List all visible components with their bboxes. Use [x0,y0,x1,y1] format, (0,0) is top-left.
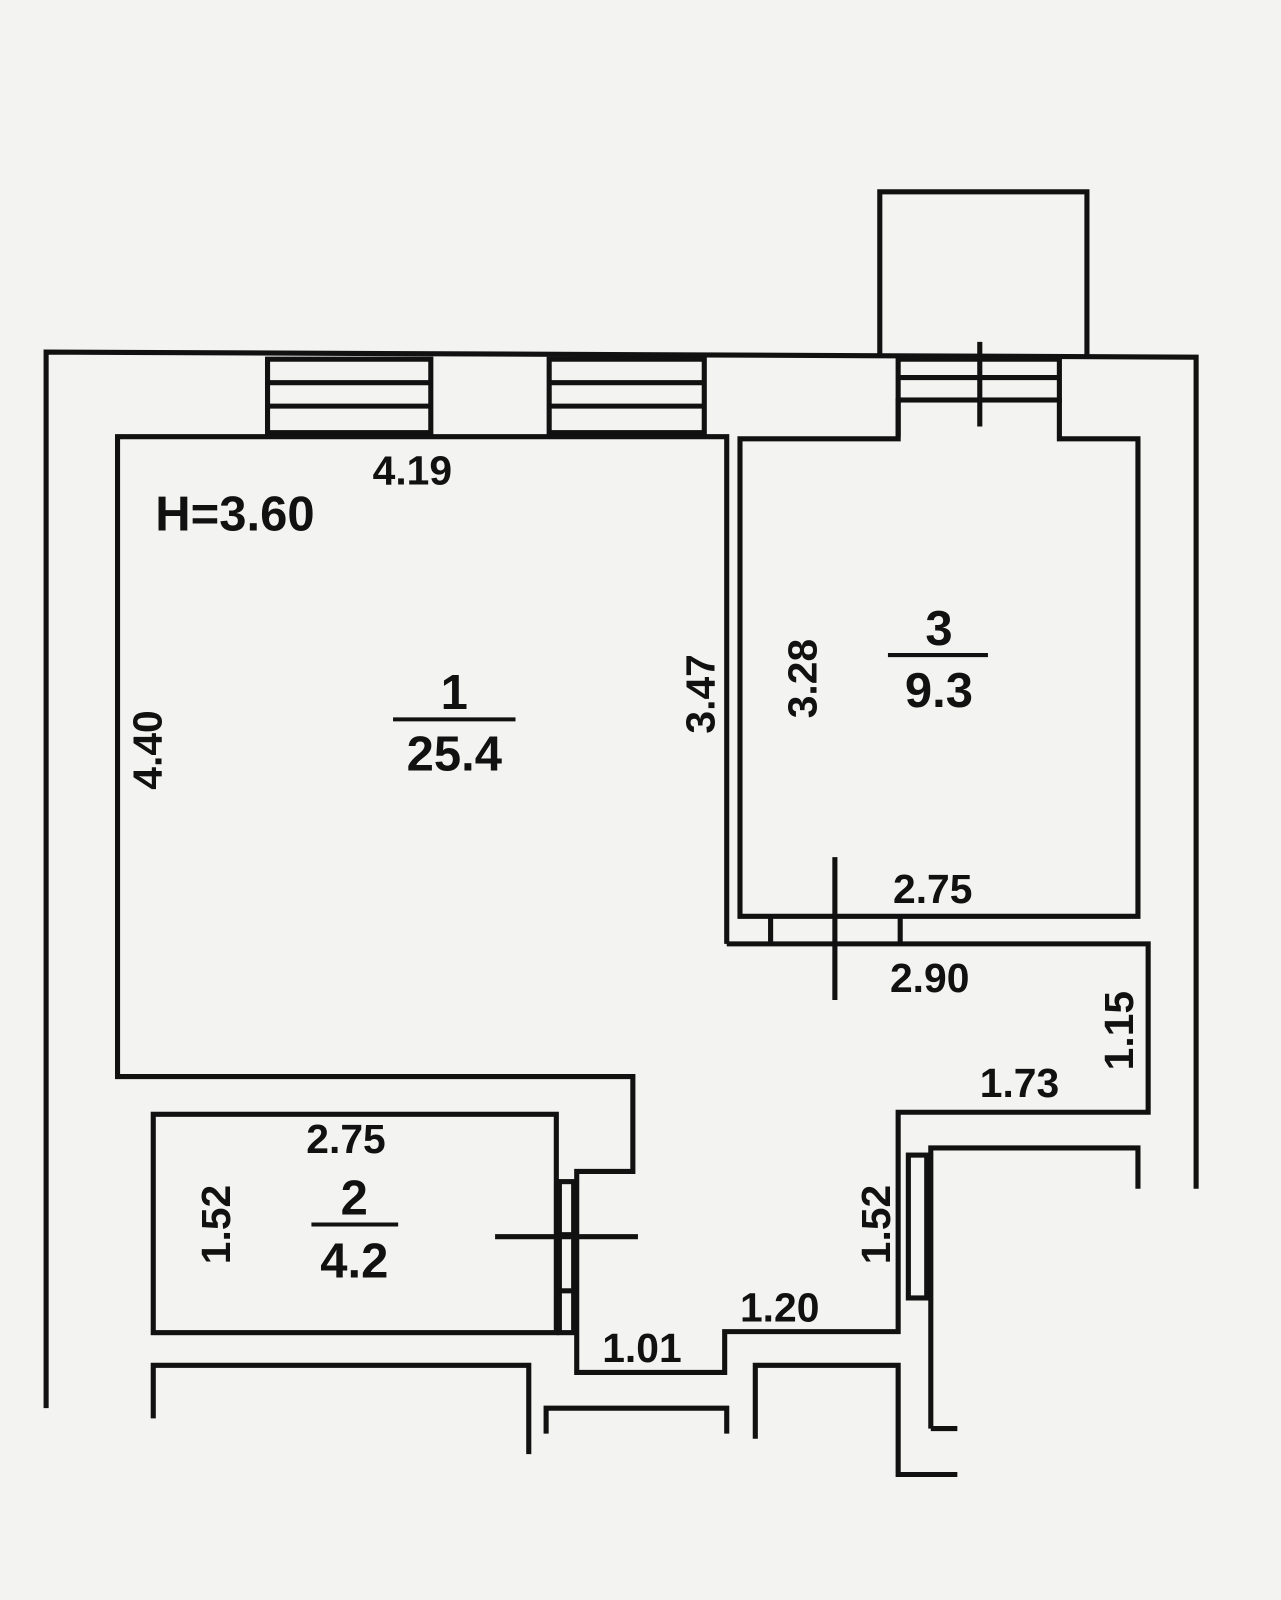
dim-room1-top: 4.19 [373,448,452,494]
room-2-number: 2 [341,1171,368,1225]
dim-room1-right: 3.47 [677,654,723,733]
room-3-number: 3 [925,602,952,656]
door-2 [556,1179,577,1336]
walls [43,189,1199,1478]
outer-wall [43,349,1199,1409]
dim-room1-left: 4.40 [124,710,170,789]
room-3-area: 9.3 [905,664,973,718]
window-2 [546,356,707,436]
dim-room2-top: 2.75 [306,1116,385,1162]
dim-room3-left: 3.28 [780,639,826,718]
dim-hall-right: 1.52 [853,1185,899,1264]
ceiling-height: H=3.60 [155,488,314,542]
room-1-area: 25.4 [407,727,502,781]
dim-corridor-right: 1.15 [1096,991,1142,1070]
dim-corridor-top: 2.90 [890,955,969,1001]
dim-corridor-mid: 1.73 [980,1060,1059,1106]
balcony [877,189,1090,356]
labels: H=3.60 4.19 1 25.4 4.40 3.47 3.28 3 9.3 … [124,448,1141,1372]
room-1-wall [114,434,1151,1375]
room-1-number: 1 [441,666,468,720]
dim-hall-bottom: 1.20 [740,1284,819,1330]
room-3 [737,397,1141,919]
room-2 [150,1111,559,1336]
dim-entry-bottom: 1.01 [602,1325,681,1371]
dim-room3-bottom: 2.75 [893,866,972,912]
door-hall [905,1152,930,1301]
window-1 [264,356,434,436]
room-2-area: 4.2 [320,1235,388,1289]
dim-room2-left: 1.52 [193,1185,239,1264]
